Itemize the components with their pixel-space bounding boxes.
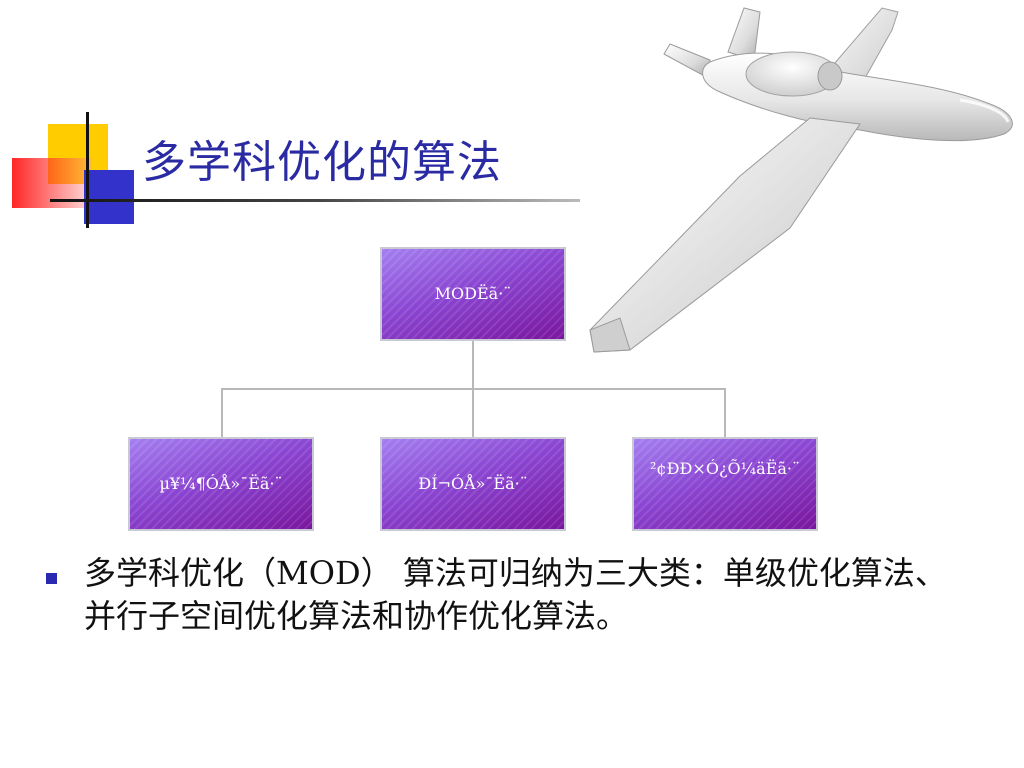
- uav-drone-image: [589, 7, 1013, 353]
- decor-vertical-line: [86, 112, 89, 228]
- connector-child-1: [221, 388, 223, 437]
- connector-child-3: [724, 388, 726, 437]
- bullet-text: 多学科优化（MOD） 算法可归纳为三大类：单级优化算法、并行子空间优化算法和协作…: [84, 554, 947, 636]
- bullet-marker: [46, 573, 57, 584]
- diagram-root-node: MODËã·¨: [380, 247, 566, 341]
- diagram-child-label-1: µ¥¼¶ÓÅ»¯Ëã·¨: [159, 473, 283, 493]
- diagram-child-node-1: µ¥¼¶ÓÅ»¯Ëã·¨: [128, 437, 314, 531]
- slide-title: 多学科优化的算法: [142, 137, 502, 188]
- bullet-item: 多学科优化（MOD） 算法可归纳为三大类：单级优化算法、并行子空间优化算法和协作…: [46, 552, 976, 638]
- connector-child-2: [472, 388, 474, 437]
- connector-root: [472, 341, 474, 389]
- decor-blue-square: [84, 170, 134, 224]
- diagram-child-node-2: Ð­Í¬ÓÅ»¯Ëã·¨: [380, 437, 566, 531]
- diagram-child-label-3: ²¢ÐÐ×Ó¿Õ¼äËã·¨: [650, 459, 800, 478]
- diagram-child-label-2: Ð­Í¬ÓÅ»¯Ëã·¨: [418, 473, 528, 493]
- title-underline: [50, 199, 580, 202]
- diagram-child-node-3: ²¢ÐÐ×Ó¿Õ¼äËã·¨: [632, 437, 818, 531]
- diagram-root-label: MODËã·¨: [434, 283, 512, 303]
